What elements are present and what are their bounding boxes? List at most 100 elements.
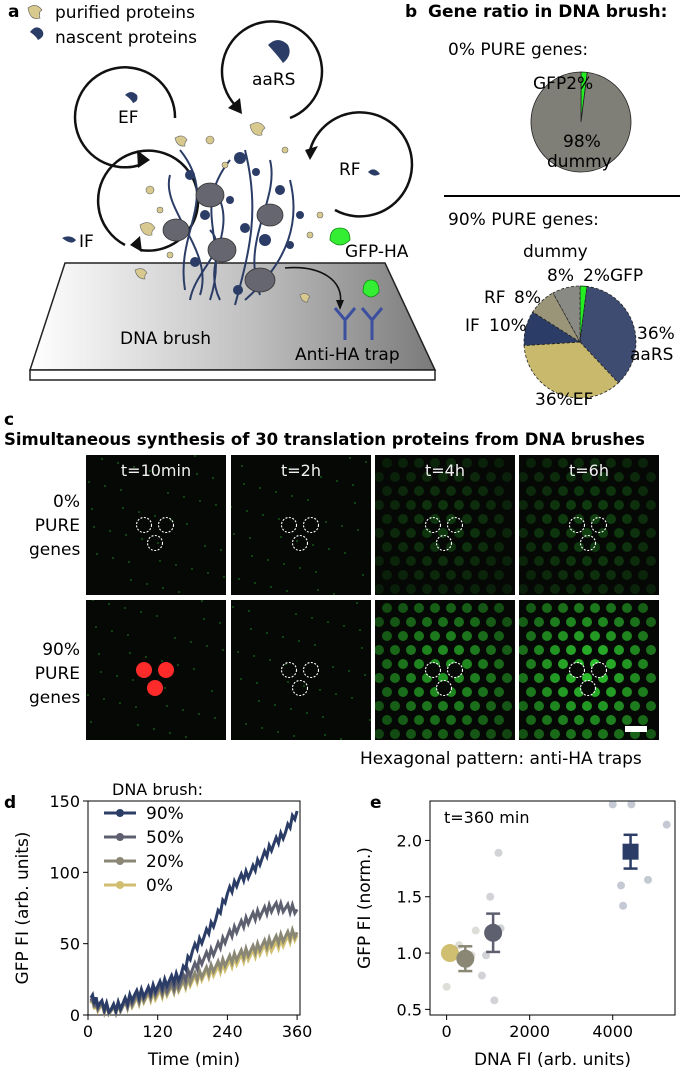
legend-label: 20% <box>146 852 184 872</box>
if-label: IF <box>79 232 94 252</box>
pie-chart-0-percent <box>530 71 632 173</box>
x-axis-label: DNA FI (arb. units) <box>474 1050 631 1070</box>
pie1-dummy-pct-label: 98% <box>563 132 601 152</box>
dna-brush-label: DNA brush <box>120 329 212 349</box>
legend-nascent-label: nascent proteins <box>55 28 197 48</box>
gfp-on-trap-icon <box>362 279 380 298</box>
y-tick-label: 1.5 <box>397 888 422 907</box>
x-tick-label: 0 <box>83 1022 93 1041</box>
legend-marker <box>116 833 124 841</box>
aars-label: aaRS <box>252 70 296 90</box>
mean-marker-20pct <box>456 949 475 968</box>
pie2-ef-label: 36%EF <box>535 390 594 410</box>
data-point-20pct <box>471 926 480 935</box>
y-tick-label: 2.0 <box>397 831 422 850</box>
y-axis-label: GFP FI (arb. units) <box>13 832 33 985</box>
legend-label: 0% <box>146 876 173 896</box>
rf-label: RF <box>339 160 361 180</box>
mean-marker-0pct <box>440 944 459 963</box>
row2-label-pure: PURE <box>34 664 80 684</box>
purified-protein-legend-icon <box>27 5 43 19</box>
legend-label: 90% <box>146 804 184 824</box>
data-point-50pct <box>477 971 486 980</box>
panel-c-title: Simultaneous synthesis of 30 translation… <box>4 430 645 449</box>
panel-a-schematic <box>27 5 437 381</box>
pie2-dummy-label: dummy <box>523 242 588 262</box>
panel-d-letter: d <box>4 793 17 813</box>
pie2-if-pct-label: 10% <box>489 316 527 336</box>
chart-annotation: t=360 min <box>444 808 529 827</box>
data-point-90pct <box>619 901 628 910</box>
pie2-subtitle: 90% PURE genes: <box>448 210 599 230</box>
pie1-subtitle: 0% PURE genes: <box>448 40 589 60</box>
pie-slice-ef <box>523 341 619 399</box>
legend-marker <box>116 857 124 865</box>
y-axis-label: GFP FI (norm.) <box>355 847 375 969</box>
x-tick-label: 120 <box>142 1022 173 1041</box>
pie2-aars-pct-label: 36% <box>637 324 675 344</box>
y-tick-label: 150 <box>49 792 80 811</box>
x-tick-label: 0 <box>442 1022 452 1041</box>
series-line-50pct <box>89 898 299 1018</box>
mean-marker-50pct <box>484 923 503 942</box>
pie-slice-rf <box>532 292 581 343</box>
micrograph-row1-col2: t=2h <box>231 455 371 595</box>
micrograph-row2-col2 <box>231 600 371 740</box>
row1-label-pct: 0% <box>53 492 80 512</box>
pie1-dummy-label: dummy <box>547 152 612 172</box>
data-point-50pct <box>494 848 503 857</box>
panel-e-letter: e <box>370 793 382 813</box>
x-tick-label: 360 <box>282 1022 313 1041</box>
plot-frame <box>87 800 301 1016</box>
legend-label: 50% <box>146 828 184 848</box>
panel-a-letter: a <box>8 2 20 22</box>
y-tick-label: 0.5 <box>397 1000 422 1019</box>
pie2-dummy-pct-label: 8% <box>547 266 574 286</box>
legend-purified-label: purified proteins <box>55 3 195 23</box>
x-axis-label: Time (min) <box>147 1050 240 1070</box>
aars-cycle-loop <box>220 20 324 120</box>
y-tick-label: 50 <box>60 935 80 954</box>
micrograph-row2-col3 <box>375 600 515 740</box>
micrograph-row2-col4 <box>519 600 659 740</box>
x-tick-label: 2000 <box>509 1022 550 1041</box>
pie-slice-dummy <box>552 285 581 343</box>
micrograph-row1-col1: t=10min <box>86 455 226 595</box>
x-tick-label: 4000 <box>592 1022 633 1041</box>
row2-label-pct: 90% <box>42 640 80 660</box>
anti-ha-trap-label: Anti-HA trap <box>295 345 400 365</box>
rf-cycle-loop <box>308 111 414 218</box>
row2-label-genes: genes <box>29 688 81 708</box>
pie2-gfp-label: 2%GFP <box>583 266 644 286</box>
pie2-rf-label: RF <box>484 288 506 308</box>
data-point-50pct <box>490 996 499 1005</box>
micrograph-row1-col3: t=4h <box>375 455 515 595</box>
data-point-50pct <box>482 951 491 960</box>
panel-b-divider <box>444 195 680 197</box>
aars-protein-icon <box>268 40 290 63</box>
data-point-90pct <box>662 820 671 829</box>
data-point-90pct <box>608 800 617 809</box>
y-tick-label: 1.0 <box>397 944 422 963</box>
y-tick-label: 0 <box>70 1006 80 1025</box>
x-tick-label: 240 <box>212 1022 243 1041</box>
pie-chart-90-percent <box>523 285 637 399</box>
pie2-aars-label: aaRS <box>630 345 674 365</box>
rf-protein-icon <box>368 169 380 176</box>
chip-edge <box>29 369 436 381</box>
legend-title: DNA brush: <box>112 780 203 799</box>
time-label-4: t=6h <box>569 461 609 480</box>
mean-marker-90pct <box>622 843 639 860</box>
row1-label-genes: genes <box>29 540 81 560</box>
data-point-20pct <box>442 982 451 991</box>
ef-protein-icon <box>125 92 138 103</box>
panel-c-letter: c <box>4 410 15 430</box>
series-line-90pct <box>89 810 299 1017</box>
legend-marker <box>116 809 124 817</box>
pie-slice-aars <box>579 285 637 384</box>
data-point-90pct <box>627 800 636 809</box>
panel-b-letter: b <box>405 2 418 22</box>
micrograph-row2-col1 <box>86 600 226 740</box>
